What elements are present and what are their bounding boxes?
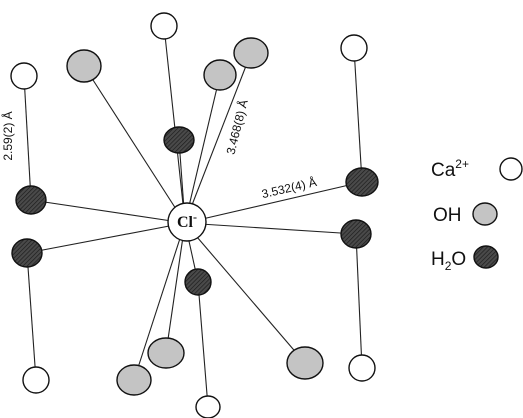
legend-label-ca: Ca2+ xyxy=(431,157,469,181)
bond-line xyxy=(163,25,186,224)
oh-atom xyxy=(286,346,324,380)
ca-atom xyxy=(10,62,38,90)
bond-line xyxy=(184,181,363,224)
distance-label-ca-h2o: 2.59(2) Å xyxy=(0,111,15,160)
h2o-atom xyxy=(184,268,212,296)
legend-swatch-ca xyxy=(499,157,523,181)
ca-atom xyxy=(150,12,178,40)
legend: Ca2+ OH H2O xyxy=(431,157,523,273)
bond-line xyxy=(83,65,186,224)
bond-line xyxy=(26,222,186,254)
bond-line xyxy=(23,75,32,201)
bond-line xyxy=(184,222,306,364)
bond-line xyxy=(133,222,186,381)
distance-label-cl-oh: 3.468(8) Å xyxy=(223,98,251,156)
h2o-atom xyxy=(15,185,47,215)
ca-atom xyxy=(22,366,50,394)
atoms xyxy=(10,12,379,418)
bond-line xyxy=(353,47,363,183)
bond-line xyxy=(184,52,252,224)
chloride-center: Cl- xyxy=(167,202,207,242)
bond-line xyxy=(30,199,186,224)
h2o-atom xyxy=(345,167,379,197)
ca-atom xyxy=(195,395,221,418)
cl-label: Cl- xyxy=(177,210,197,231)
legend-swatch-oh xyxy=(472,202,498,226)
bond-line xyxy=(355,233,363,369)
bond-line xyxy=(184,222,357,235)
oh-atom xyxy=(147,337,185,369)
legend-label-oh: OH xyxy=(433,205,462,226)
oh-atom xyxy=(66,49,102,83)
oh-atom xyxy=(203,59,237,91)
distance-label-cl-h2o: 3.532(4) Å xyxy=(260,174,318,201)
oh-atom xyxy=(116,364,152,396)
bond-line xyxy=(184,74,221,224)
cl-atom xyxy=(167,202,207,242)
legend-swatch-h2o xyxy=(473,245,499,269)
h2o-atom xyxy=(340,219,372,249)
bond-line xyxy=(165,222,186,354)
h2o-atom xyxy=(11,238,43,268)
oh-atom xyxy=(233,37,269,69)
bond-line xyxy=(197,281,209,408)
h2o-atom xyxy=(163,126,195,154)
column-bonds xyxy=(23,47,363,408)
ca-atom xyxy=(348,354,376,382)
bond-line xyxy=(26,252,37,381)
legend-label-h2o: H2O xyxy=(431,249,466,273)
ca-atom xyxy=(340,34,368,62)
